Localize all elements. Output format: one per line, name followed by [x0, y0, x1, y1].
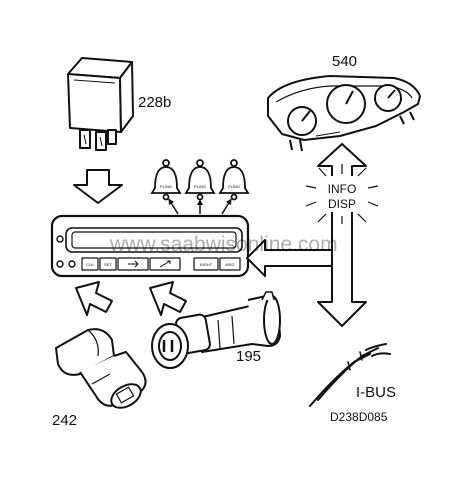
bell-icon: PLING — [150, 159, 182, 201]
svg-text:PLING: PLING — [194, 184, 206, 189]
connector-ref-label: 242 — [52, 412, 77, 429]
ibus-cluster-arrow — [317, 143, 367, 327]
relay-to-panel-arrow — [73, 169, 123, 204]
svg-text:PLING: PLING — [160, 184, 172, 189]
bell-icon: PLING — [184, 159, 216, 201]
svg-text:MSG: MSG — [225, 262, 234, 267]
panel-button-labels: CLK SET NIGHT MSG — [86, 262, 234, 267]
connector-242 — [55, 328, 147, 409]
cluster-ref-label: 540 — [332, 53, 357, 70]
watermark-text: www.saabwisonline.com — [109, 233, 338, 256]
svg-text:PLING: PLING — [228, 184, 240, 189]
relay-228b — [67, 57, 134, 151]
instrument-cluster-540 — [267, 75, 421, 152]
info-disp-burst — [305, 164, 379, 224]
connector-to-panel-arrow — [75, 281, 113, 316]
ibus-label: I-BUS — [356, 384, 396, 401]
svg-text:SET: SET — [104, 262, 112, 267]
info-disp-line2: DISP — [328, 197, 356, 211]
bell-icon: PLING — [218, 159, 250, 201]
diagram-code: D238D085 — [330, 410, 388, 424]
relay-ref-label: 228b — [138, 94, 171, 111]
info-disp-line1: INFO — [328, 182, 357, 196]
sensor-195 — [151, 291, 281, 369]
sensor-to-panel-arrow — [149, 281, 187, 316]
svg-text:CLK: CLK — [86, 262, 94, 267]
svg-text:NIGHT: NIGHT — [200, 262, 213, 267]
bell-arrows — [168, 198, 232, 215]
ibus-cable — [309, 343, 391, 407]
sensor-ref-label: 195 — [236, 348, 261, 365]
warning-control-panel — [50, 214, 250, 278]
ibus-panel-arrow — [246, 239, 333, 277]
